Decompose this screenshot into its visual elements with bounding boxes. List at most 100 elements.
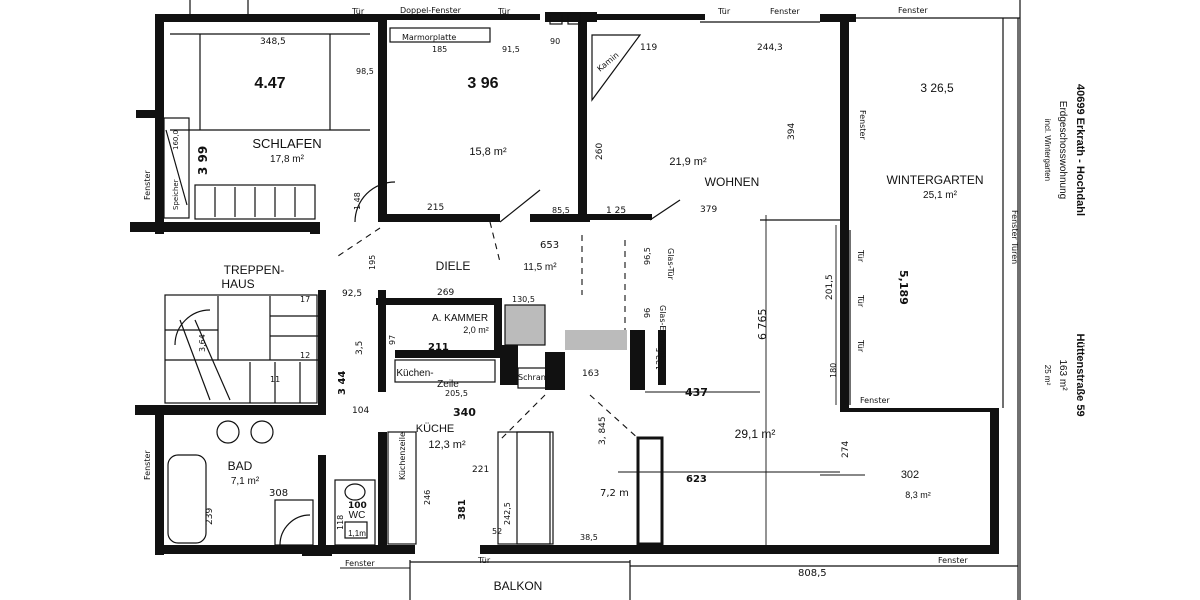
room-kueche-name: KÜCHE — [416, 423, 455, 435]
room-schlafen-dim: 4.47 — [254, 75, 285, 92]
dim-1225: 122,5 — [655, 347, 664, 370]
room-schlafen-name: SCHLAFEN — [252, 136, 321, 151]
dim-8085: 808,5 — [798, 568, 827, 579]
room-wintergarten-area: 25,1 m² — [923, 190, 958, 201]
dim-246: 246 — [423, 490, 432, 505]
dim-3845: 3, 845 — [598, 416, 608, 445]
room-treppenhaus-name1: TREPPEN- — [224, 263, 285, 277]
dim-5189: 5,189 — [897, 270, 910, 305]
area-note: incl. Wintergarten — [1043, 119, 1052, 181]
dim-221: 221 — [472, 465, 489, 475]
dim-1305: 130,5 — [512, 295, 535, 304]
dim-119: 119 — [640, 43, 657, 53]
area-garden: 25 m² — [1043, 365, 1052, 386]
dim-925: 92,5 — [342, 289, 362, 299]
dim-90: 90 — [550, 37, 560, 46]
room-treppenhaus-name2: HAUS — [221, 277, 254, 291]
room-kammer-area: 2,0 m² — [463, 325, 489, 335]
dim-344: 3 44 — [337, 371, 348, 395]
dim-195: 195 — [368, 255, 377, 270]
outer-walls — [130, 0, 1021, 600]
dim-243: 244,3 — [757, 43, 783, 53]
room-kueche-area: 12,3 m² — [428, 439, 466, 451]
dim-52: 52 — [492, 527, 502, 536]
dim-185: 185 — [432, 45, 447, 54]
label-fenster-2: Fenster — [898, 6, 928, 15]
interior-walls — [302, 22, 998, 556]
dim-381: 381 — [457, 499, 468, 520]
room-bad-name: BAD — [228, 459, 253, 473]
dim-125: 1 25 — [606, 206, 626, 216]
label-tuer-3: Tür — [717, 7, 731, 16]
details — [163, 13, 1018, 600]
dim-260: 260 — [595, 143, 605, 160]
label-tuer-bottom: Tür — [477, 556, 491, 565]
dim-215: 215 — [427, 203, 444, 213]
label-fenster-1: Fenster — [770, 7, 800, 16]
label-fenster-bad: Fenster — [143, 450, 152, 480]
label-tuer-1: Tür — [351, 7, 365, 16]
label-glas-element: Glas-Element — [658, 305, 667, 359]
room302-dim: 302 — [901, 469, 919, 481]
room-diele-name: DIELE — [436, 259, 471, 273]
room-balkon-name: BALKON — [494, 579, 543, 593]
dim-180: 180 — [829, 363, 838, 378]
label-schrank: Schrank — [518, 373, 551, 382]
dim-437: 437 — [685, 386, 708, 399]
dim-364: 3,64 — [198, 334, 207, 352]
label-doppel-fenster: Doppel-Fenster — [400, 6, 462, 15]
label-kuechenzeile-v: Küchenzeile — [398, 432, 407, 480]
room-wintergarten-name: WINTERGARTEN — [886, 173, 983, 187]
dim-17: 17 — [300, 295, 310, 304]
dim-2055: 205,5 — [445, 389, 468, 398]
room-wohnen-name: WOHNEN — [705, 175, 760, 189]
label-glas-tuer: Glas-Tür — [666, 248, 675, 281]
dim-379: 379 — [700, 205, 717, 215]
label-fenster-wg2: Fenster — [860, 396, 890, 405]
room-diele-area: 11,5 m² — [523, 262, 557, 273]
room2-dim: 3 96 — [467, 75, 498, 92]
room-labels: 4.47 SCHLAFEN 17,8 m² 3 96 15,8 m² 21,9 … — [221, 75, 983, 593]
label-fenster-bottom: Fenster — [345, 559, 375, 568]
dim-399: 3 99 — [196, 146, 210, 175]
big-room-area: 29,1 m² — [735, 427, 776, 441]
dim-100: 100 — [348, 501, 367, 511]
room302-area: 8,3 m² — [905, 490, 931, 500]
dim-394: 394 — [787, 123, 797, 140]
dim-308: 308 — [269, 488, 288, 499]
label-fenster-wg: Fenster — [858, 110, 867, 140]
dim-160: 160,0 — [172, 130, 180, 150]
label-tuer-wg3: Tür — [856, 339, 865, 353]
dim-239: 239 — [205, 508, 215, 525]
dim-274: 274 — [841, 441, 851, 458]
dim-6765: 6 765 — [756, 309, 769, 341]
label-marmorplatte: Marmorplatte — [402, 33, 456, 42]
label-speicher: Speicher — [172, 179, 180, 210]
label-tuer-wg2: Tür — [856, 294, 865, 308]
dim-855: 85,5 — [552, 206, 570, 215]
label-tuer-2: Tür — [497, 7, 511, 16]
dim-3485: 348,5 — [260, 37, 286, 47]
dim-96: 96 — [643, 308, 652, 318]
address-line: 40699 Erkrath - Hochdahl — [1074, 84, 1086, 216]
room-wintergarten-dim: 3 26,5 — [920, 81, 954, 95]
dim-915: 91,5 — [502, 45, 520, 54]
dim-97: 97 — [388, 335, 397, 345]
room-wohnen-area: 21,9 m² — [669, 156, 707, 168]
dim-104: 104 — [352, 406, 369, 416]
dim-12: 12 — [300, 351, 310, 360]
dim-269: 269 — [437, 288, 454, 298]
dim-72: 7,2 m — [600, 488, 629, 499]
room-kammer-name: A. KAMMER — [432, 313, 488, 324]
room-kuechenzeile-name1: Küchen- — [396, 368, 433, 379]
dimension-numbers: 348,5 98,5 185 91,5 90 119 244,3 394 260… — [172, 37, 910, 579]
dim-2015: 201,5 — [825, 274, 835, 300]
dim-211: 211 — [428, 342, 449, 353]
dim-623: 623 — [686, 474, 707, 485]
dim-340: 340 — [453, 406, 476, 419]
dim-653: 653 — [540, 240, 559, 251]
dim-985: 98,5 — [356, 67, 374, 76]
room-schlafen-area: 17,8 m² — [270, 154, 305, 165]
label-fenster-tueren: Fenster Türen — [1010, 210, 1019, 264]
